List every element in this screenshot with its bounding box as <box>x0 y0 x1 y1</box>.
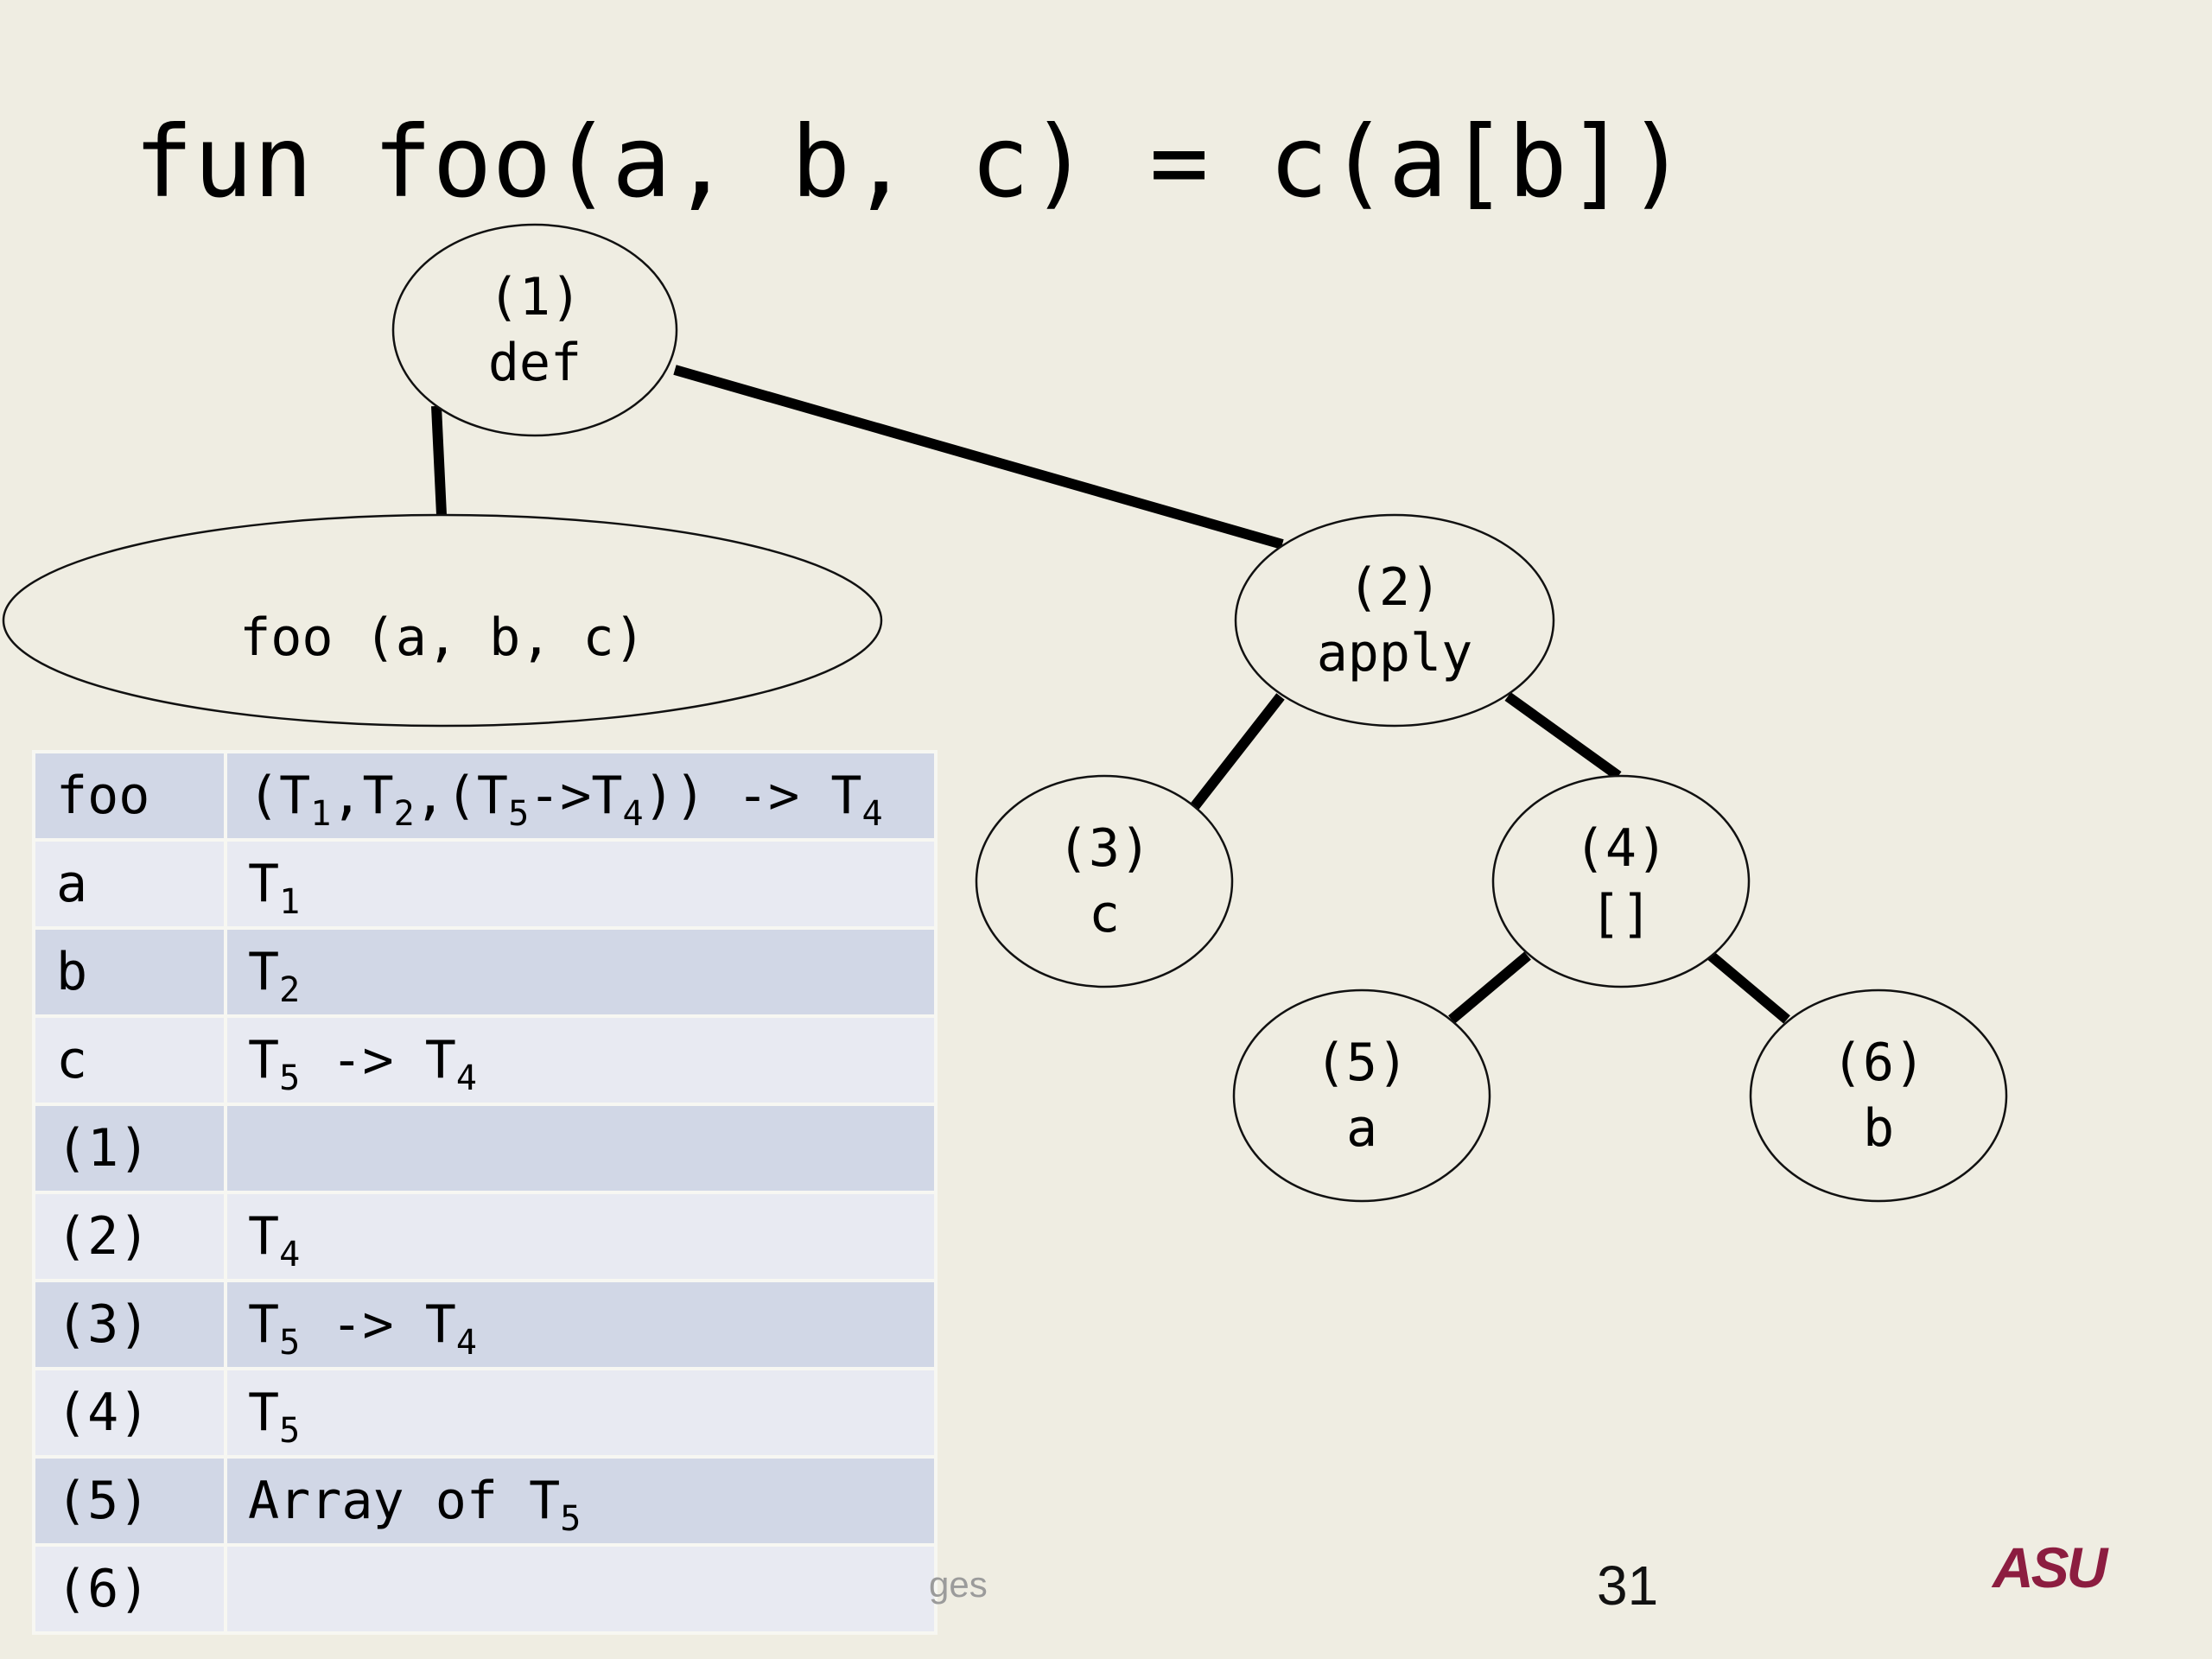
tree-node-label-6: (6) b <box>1831 1033 1926 1159</box>
edge-4-6 <box>1707 951 1790 1024</box>
type-subscript: 5 <box>279 1411 301 1451</box>
type-subscript: 5 <box>508 794 530 834</box>
type-table-row: (4)T5 <box>32 1367 938 1459</box>
tree-node-label-4: (4) [] <box>1573 818 1669 944</box>
type-table-name-cell: a <box>32 838 227 930</box>
edge-1-foo <box>431 405 447 516</box>
page-number: 31 <box>1597 1554 1659 1617</box>
type-table-name-cell: (1) <box>32 1103 227 1194</box>
type-table-type-cell: T1 <box>224 838 938 930</box>
edge-4-5 <box>1448 951 1531 1024</box>
type-subscript: 4 <box>455 1323 477 1363</box>
type-table-type-cell: T5 -> T4 <box>224 1279 938 1370</box>
tree-node-label-5: (5) a <box>1314 1033 1409 1159</box>
tree-node-label-3: (3) c <box>1057 818 1152 944</box>
type-table-type-cell: T5 <box>224 1367 938 1459</box>
type-subscript: 1 <box>310 794 332 834</box>
type-table-name-cell: foo <box>32 750 227 842</box>
type-table-type-cell: T5 -> T4 <box>224 1014 938 1106</box>
type-table-name-cell: (2) <box>32 1191 227 1282</box>
type-subscript: 4 <box>455 1058 477 1098</box>
tree-node-foo <box>2 513 883 728</box>
tree-node-label-foo: foo (a, b, c) <box>239 607 645 668</box>
type-table-type-cell: T4 <box>224 1191 938 1282</box>
type-subscript: 5 <box>279 1058 301 1098</box>
type-table-name-cell: (3) <box>32 1279 227 1370</box>
type-table-row: (3)T5 -> T4 <box>32 1279 938 1370</box>
tree-node-5 <box>1232 988 1491 1203</box>
type-subscript: 4 <box>279 1235 301 1274</box>
edge-2-4 <box>1504 692 1622 780</box>
tree-node-6 <box>1749 988 2008 1203</box>
type-table-name-cell: (6) <box>32 1543 227 1635</box>
type-subscript: 4 <box>861 794 883 834</box>
tree-edges <box>431 365 1790 1024</box>
type-table-row: (1) <box>32 1103 938 1194</box>
type-table-row: foo(T1,T2,(T5->T4)) -> T4 <box>32 750 938 842</box>
type-subscript: 1 <box>279 882 301 922</box>
type-table-row: (2)T4 <box>32 1191 938 1282</box>
footer-text: ges <box>929 1564 988 1605</box>
type-subscript: 2 <box>279 970 301 1010</box>
type-table-name-cell: c <box>32 1014 227 1106</box>
type-table-row: (5)Array of T5 <box>32 1455 938 1547</box>
type-table-row: (6) <box>32 1543 938 1635</box>
edge-1-2 <box>673 365 1284 550</box>
tree-node-3 <box>975 774 1234 988</box>
type-table-name-cell: b <box>32 926 227 1018</box>
type-subscript: 4 <box>622 794 644 834</box>
type-table-type-cell <box>224 1543 938 1635</box>
edge-2-3 <box>1190 693 1285 810</box>
type-table-name-cell: (5) <box>32 1455 227 1547</box>
tree-nodes <box>2 223 2008 1203</box>
tree-node-label-1: (1) def <box>487 267 582 393</box>
tree-node-4 <box>1491 774 1751 988</box>
type-subscript: 5 <box>560 1499 582 1539</box>
type-subscript: 5 <box>279 1323 301 1363</box>
type-subscript: 2 <box>393 794 415 834</box>
type-table-type-cell: (T1,T2,(T5->T4)) -> T4 <box>224 750 938 842</box>
tree-node-2 <box>1234 513 1555 728</box>
type-table-type-cell: Array of T5 <box>224 1455 938 1547</box>
tree-node-1 <box>391 223 678 437</box>
slide-title: fun foo(a, b, c) = c(a[b]) <box>134 105 1688 219</box>
type-table-type-cell: T2 <box>224 926 938 1018</box>
type-table-type-cell <box>224 1103 938 1194</box>
asu-logo: ASU <box>1993 1535 2107 1599</box>
type-table-name-cell: (4) <box>32 1367 227 1459</box>
tree-node-label-2: (2) apply <box>1316 557 1473 683</box>
